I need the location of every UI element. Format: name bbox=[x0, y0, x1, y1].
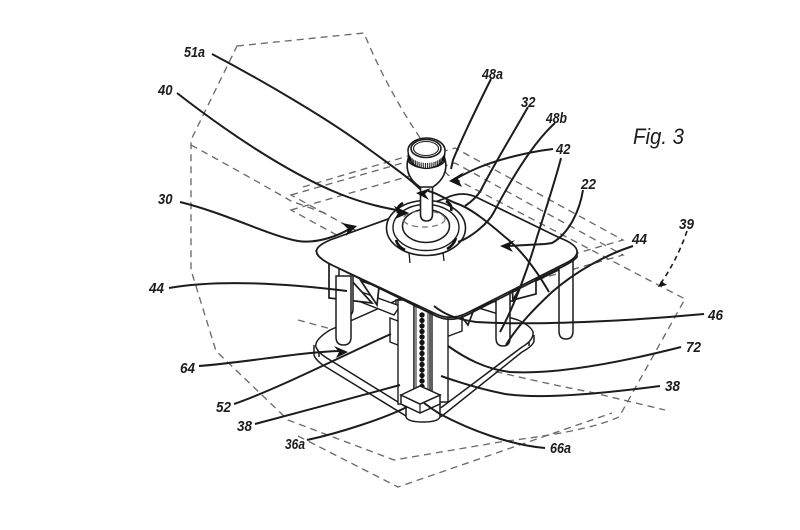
svg-text:48a: 48a bbox=[481, 66, 503, 83]
svg-text:52: 52 bbox=[216, 399, 232, 416]
svg-text:42: 42 bbox=[555, 141, 571, 158]
svg-text:72: 72 bbox=[686, 339, 702, 356]
svg-text:22: 22 bbox=[580, 176, 596, 193]
svg-text:39: 39 bbox=[679, 216, 695, 233]
svg-text:44: 44 bbox=[631, 231, 647, 248]
svg-text:30: 30 bbox=[158, 191, 173, 208]
svg-text:66a: 66a bbox=[550, 440, 571, 457]
svg-text:48b: 48b bbox=[545, 110, 567, 127]
svg-text:38: 38 bbox=[237, 418, 253, 435]
svg-text:Fig. 3: Fig. 3 bbox=[633, 124, 685, 149]
svg-text:51a: 51a bbox=[184, 44, 205, 61]
svg-text:46: 46 bbox=[707, 307, 723, 324]
svg-text:32: 32 bbox=[521, 94, 536, 111]
svg-text:64: 64 bbox=[180, 360, 196, 377]
svg-text:40: 40 bbox=[157, 82, 173, 99]
svg-text:38: 38 bbox=[665, 378, 681, 395]
svg-text:44: 44 bbox=[148, 280, 164, 297]
svg-text:36a: 36a bbox=[285, 436, 305, 453]
